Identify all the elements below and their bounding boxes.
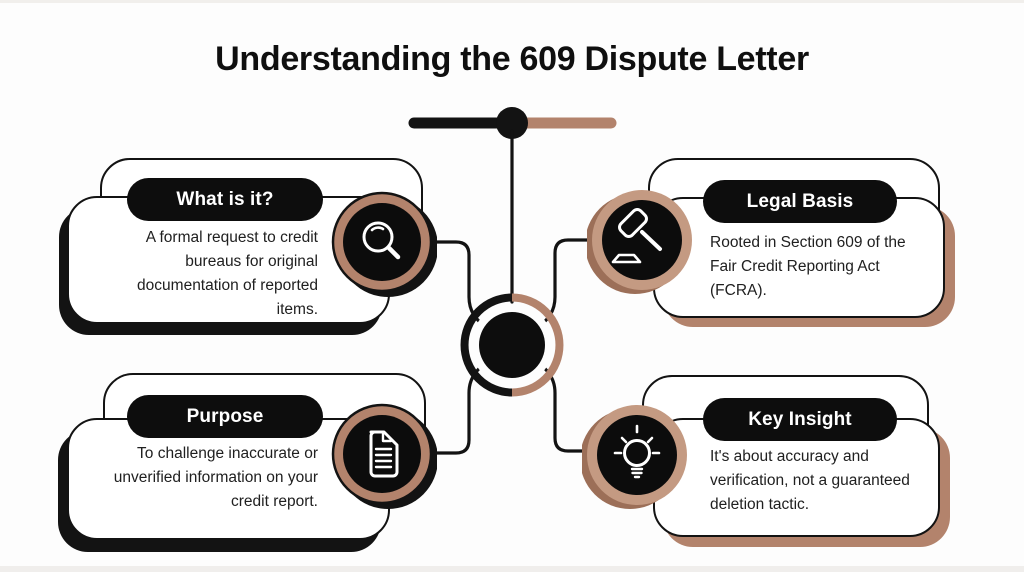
medallion-legal-basis [585, 185, 697, 295]
center-hub [460, 293, 564, 397]
gavel-icon [611, 208, 662, 264]
connector-lines [435, 129, 589, 455]
lightbulb-icon [613, 424, 661, 479]
card-title-label: Key Insight [748, 408, 852, 430]
card-title-pill: What is it? [127, 178, 323, 221]
card-title-label: Legal Basis [746, 190, 854, 212]
card-body-text: To challenge inaccurate or unverified in… [113, 445, 318, 510]
card-body-text: Rooted in Section 609 of the Fair Credit… [710, 234, 906, 299]
card-title-label: Purpose [186, 405, 264, 427]
bottom-edge-artifact [0, 566, 1024, 572]
progress-divider [408, 107, 617, 139]
medallion-outline [331, 403, 433, 505]
card-what-is-it: What is it? A formal request to credit b… [59, 158, 423, 335]
connector-top-left [435, 240, 490, 330]
magnifier-icon [362, 221, 401, 260]
medallion-core [602, 200, 682, 280]
card-key-insight: Key Insight It's about accuracy and veri… [642, 375, 950, 547]
top-edge-artifact [0, 0, 1024, 3]
medallion-outline [331, 191, 433, 293]
hub-core [479, 312, 545, 378]
hub-gap [471, 304, 553, 386]
connector-top-right [534, 238, 589, 330]
card-title-pill: Purpose [127, 395, 323, 438]
medallion-core [343, 203, 421, 281]
divider-knob [496, 107, 528, 139]
card-legal-basis: Legal Basis Rooted in Section 609 of the… [648, 158, 955, 327]
connector-bottom-left [435, 360, 490, 455]
card-body-text: A formal request to credit bureaus for o… [137, 229, 318, 318]
medallion-core [597, 415, 677, 495]
medallion-what-is-it [327, 187, 438, 297]
document-icon [369, 430, 399, 478]
medallion-purpose [327, 399, 438, 509]
card-body-text: It's about accuracy and verification, no… [710, 448, 910, 513]
card-title-pill: Key Insight [703, 398, 897, 441]
card-title-label: What is it? [176, 188, 274, 210]
page-title: Understanding the 609 Dispute Letter [215, 40, 809, 78]
card-title-pill: Legal Basis [703, 180, 897, 223]
medallion-key-insight [580, 400, 692, 510]
hub-ring-black-half [460, 293, 513, 397]
hub-ring-tan-half [511, 293, 564, 397]
connector-bottom-right [534, 360, 589, 453]
